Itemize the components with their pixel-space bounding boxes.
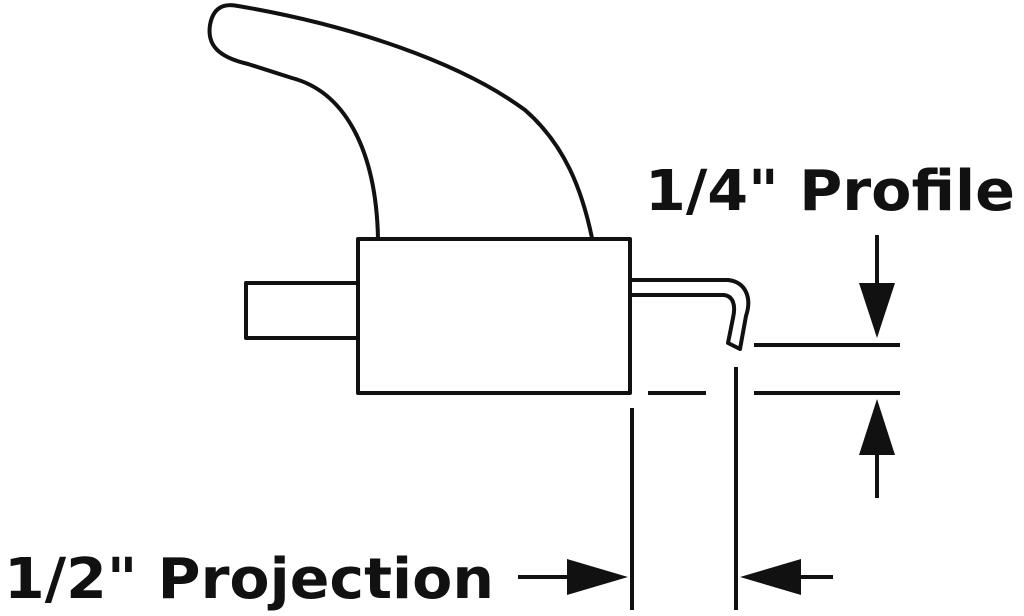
latch-projection-hook — [628, 278, 751, 351]
projection-arrow-left-head — [740, 559, 801, 595]
latch-part-outline — [207, 3, 751, 395]
profile-arrow-up-head — [859, 399, 895, 455]
latch-handle — [207, 3, 594, 240]
latch-body — [356, 237, 632, 395]
projection-label: 1/2" Projection — [4, 547, 494, 612]
projection-arrow-right-head — [567, 559, 628, 595]
latch-stem — [244, 281, 360, 340]
profile-dimension — [648, 235, 900, 498]
profile-label: 1/4" Profile — [645, 159, 1015, 224]
profile-arrow-down-head — [859, 283, 895, 338]
